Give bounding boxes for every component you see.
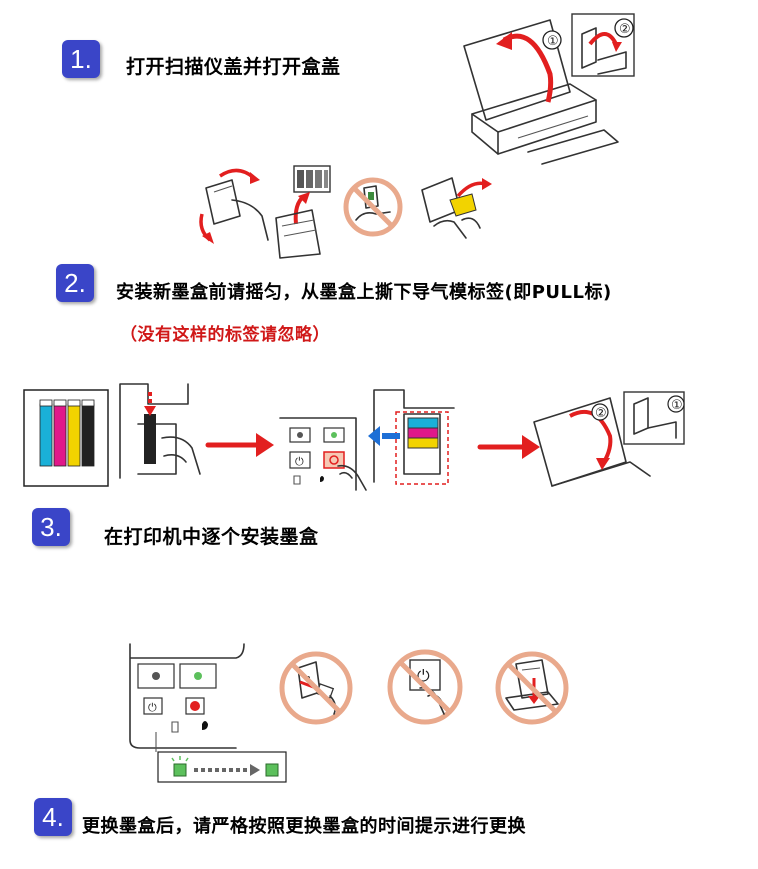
marker-2: ②	[619, 22, 631, 37]
no-touch-prohibition-icon	[343, 177, 403, 237]
remove-label-illustration	[421, 177, 492, 239]
no-remove-prohibition-icon	[495, 651, 569, 725]
cartridge-package-illustration	[275, 165, 331, 259]
step-3-number: 3.	[40, 511, 62, 542]
printer-install-illustration	[368, 389, 455, 485]
control-panel-illustration: ⏻	[279, 417, 367, 491]
step-1-text: 打开扫描仪盖并打开盒盖	[126, 56, 341, 78]
cartridge-set-illustration	[23, 389, 109, 487]
paper-icon	[171, 721, 179, 733]
marker-1: ①	[547, 34, 559, 49]
step-4-text: 更换墨盒后，请严格按照更换墨盒的时间提示进行更换	[82, 816, 526, 837]
step-2-note: （没有这样的标签请忽略）	[120, 325, 330, 345]
power-icon: ⏻	[148, 701, 157, 714]
no-unplug-prohibition-icon	[279, 651, 353, 725]
ink-drop-icon	[320, 476, 324, 482]
arrow-icon	[477, 435, 540, 459]
shake-cartridge-illustration	[199, 168, 269, 244]
step-1-badge: 1.	[62, 40, 100, 78]
marker-1: ①	[671, 398, 683, 413]
cancel-icon	[190, 701, 200, 711]
arrow-icon	[205, 433, 274, 457]
step-2-text: 安装新墨盒前请摇匀，从墨盒上撕下导气模标签(即PULL标)	[116, 282, 612, 303]
insert-cartridge-illustration	[119, 383, 201, 479]
step-2-badge: 2.	[56, 264, 94, 302]
step-4-badge: 4.	[34, 798, 72, 836]
status-panel-illustration: ⏻	[129, 643, 287, 783]
no-power-off-prohibition-icon: ⏻	[387, 649, 463, 725]
power-icon: ⏻	[295, 455, 304, 468]
step-3-text: 在打印机中逐个安装墨盒	[104, 526, 319, 548]
step-4-number: 4.	[42, 801, 64, 832]
step-1-printer-illustration: ① ②	[463, 13, 635, 165]
ink-drop-icon	[202, 721, 208, 730]
step-2-number: 2.	[64, 267, 86, 298]
step-1-number: 1.	[70, 43, 92, 74]
close-lid-illustration: ② ①	[533, 391, 685, 487]
step-3-badge: 3.	[32, 508, 70, 546]
marker-2: ②	[595, 406, 607, 421]
